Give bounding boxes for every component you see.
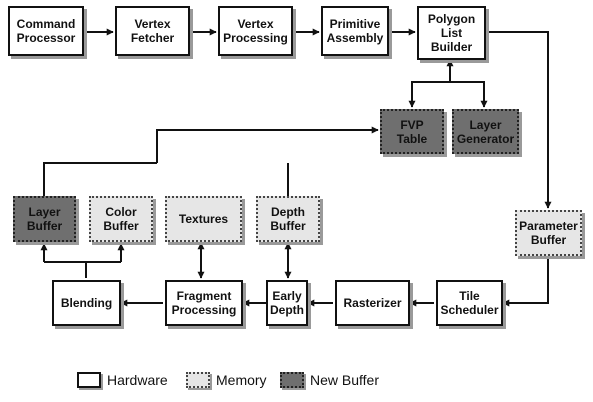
tile-scheduler-node: Tile Scheduler [436,280,503,326]
legend-hardware: Hardware [77,372,168,388]
link-layer-buffer-up [43,162,157,196]
blending-node: Blending [52,280,121,326]
legend-hardware-label: Hardware [107,372,168,388]
textures-node: Textures [165,196,242,242]
legend-memory: Memory [186,372,267,388]
parameter-buffer-node: Parameter Buffer [515,210,582,256]
layer-buffer-node: Layer Buffer [13,196,76,242]
depth-buffer-node: Depth Buffer [256,196,320,242]
legend-hardware-swatch [77,372,101,388]
fvp-table-node: FVP Table [380,109,444,154]
legend-new-buffer-label: New Buffer [310,372,379,388]
fragment-processing-node: Fragment Processing [165,280,243,326]
rasterizer-node: Rasterizer [335,280,410,326]
legend-new-buffer-swatch [280,372,304,388]
arrow-to-fvp-table [408,81,450,108]
arrow-to-layer-generator [450,81,488,108]
legend-memory-label: Memory [216,372,267,388]
color-buffer-node: Color Buffer [89,196,153,242]
legend-memory-swatch [186,372,210,388]
vertex-processing-node: Vertex Processing [218,6,293,56]
vertex-fetcher-node: Vertex Fetcher [115,6,190,56]
early-depth-node: Early Depth [266,280,308,326]
legend-new-buffer: New Buffer [280,372,379,388]
command-processor-node: Command Processor [8,6,84,56]
arrow-parameter-buffer-to-tile-scheduler [502,256,549,307]
arrow-polygon-builder-to-parameter-buffer [486,31,552,209]
arrow-to-fvp-table-from-left [156,126,379,163]
layer-generator-node: Layer Generator [452,109,519,154]
polygon-list-builder-node: Polygon List Builder [417,6,486,60]
primitive-assembly-node: Primitive Assembly [321,6,389,56]
